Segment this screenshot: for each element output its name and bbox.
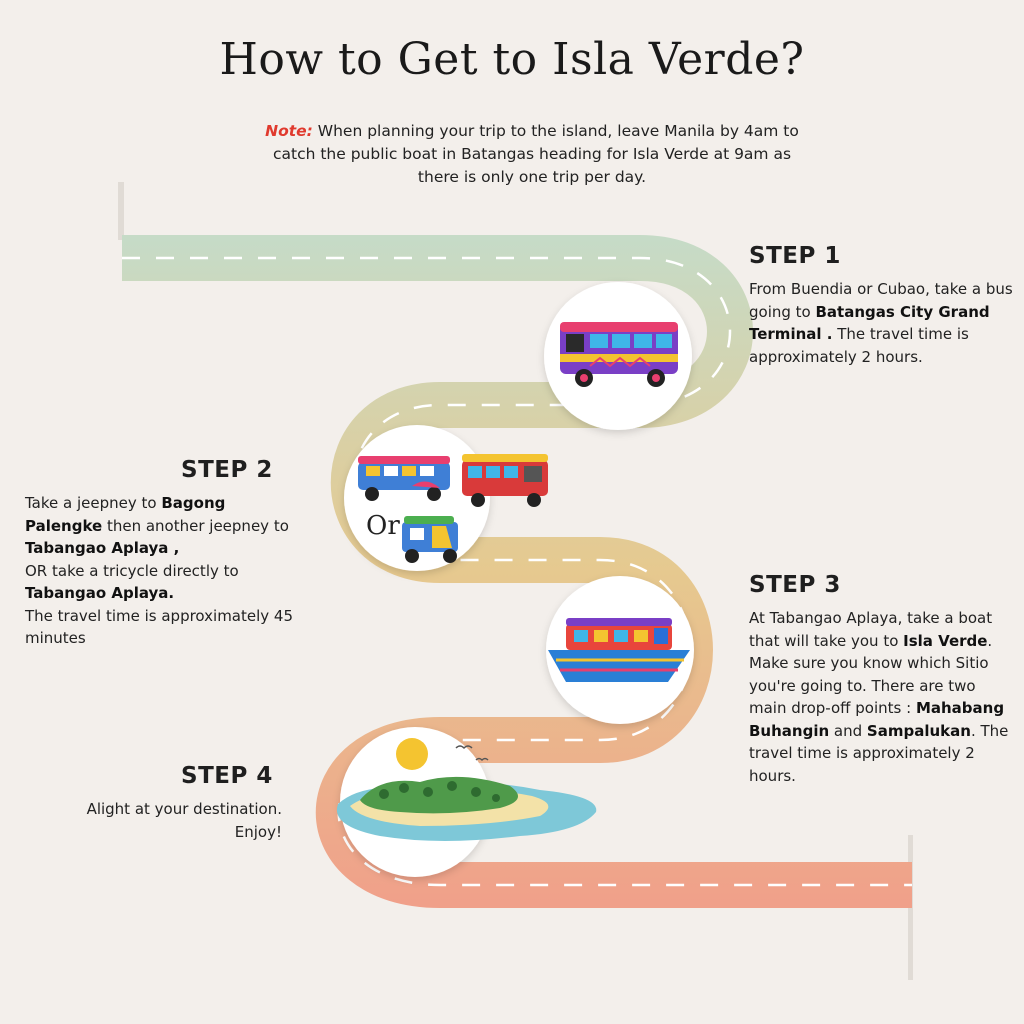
step-4: STEP 4 Alight at your destination. Enjoy!: [60, 763, 282, 843]
step-2: STEP 2 Take a jeepney to Bagong Palengke…: [25, 457, 295, 650]
text-run: Enjoy!: [234, 822, 282, 841]
text-run: then another jeepney to: [102, 516, 289, 535]
tricycle-icon: [402, 516, 458, 563]
bold-text: Tabangao Aplaya.: [25, 584, 175, 602]
text-run: At Tabangao Aplaya, take a boat that wil…: [749, 609, 993, 650]
text-run: The travel time is approximately 45 minu…: [25, 606, 294, 648]
text-run: The travel time is approximately 2 hours…: [749, 325, 969, 366]
edge-rail-left: [118, 182, 124, 240]
text-run: Take a jeepney to: [25, 494, 162, 512]
text-run: Alight at your destination.: [86, 800, 282, 818]
note-label: Note:: [265, 122, 313, 140]
page-title: How to Get to Isla Verde?: [219, 34, 805, 85]
bus-icon: [544, 282, 692, 430]
step-4-body: Alight at your destination. Enjoy!: [60, 798, 282, 843]
step-1-body: From Buendia or Cubao, take a bus going …: [749, 278, 1014, 368]
step-2-body: Take a jeepney to Bagong Palengke then a…: [25, 492, 295, 650]
jeepney-icon: [358, 456, 450, 501]
island-icon: [336, 727, 597, 877]
or-label: Or: [366, 511, 400, 541]
step-3: STEP 3 At Tabangao Aplaya, take a boat t…: [749, 572, 1014, 787]
step-3-body: At Tabangao Aplaya, take a boat that wil…: [749, 607, 1014, 787]
note-text: When planning your trip to the island, l…: [272, 122, 799, 186]
step-3-title: STEP 3: [749, 572, 841, 598]
boat-icon: [546, 576, 694, 724]
text-run: . Make sure you know which Sitio you're …: [749, 631, 993, 718]
jeepney-tricycle-group: Or: [344, 425, 548, 571]
bold-text: Isla Verde: [903, 631, 988, 650]
jeepney-red-icon: [462, 454, 548, 507]
step-1: STEP 1 From Buendia or Cubao, take a bus…: [749, 243, 1014, 368]
step-4-title: STEP 4: [181, 763, 273, 789]
text-run: . The travel time is approximately 2 hou…: [749, 721, 1009, 785]
text-run: From Buendia or Cubao, take a bus going …: [749, 280, 1013, 321]
text-run: and: [829, 721, 867, 740]
bold-text: Tabangao Aplaya ,: [25, 539, 180, 557]
bold-text: Mahabang Buhangin: [749, 699, 1005, 740]
bold-text: Sampalukan: [866, 721, 971, 740]
step-2-title: STEP 2: [181, 457, 273, 483]
step-1-title: STEP 1: [749, 243, 841, 269]
travel-note: Note: When planning your trip to the isl…: [262, 120, 802, 189]
bold-text: Batangas City Grand Terminal .: [749, 302, 990, 344]
bold-text: Bagong Palengke: [25, 494, 226, 535]
text-run: OR take a tricycle directly to: [25, 561, 239, 580]
